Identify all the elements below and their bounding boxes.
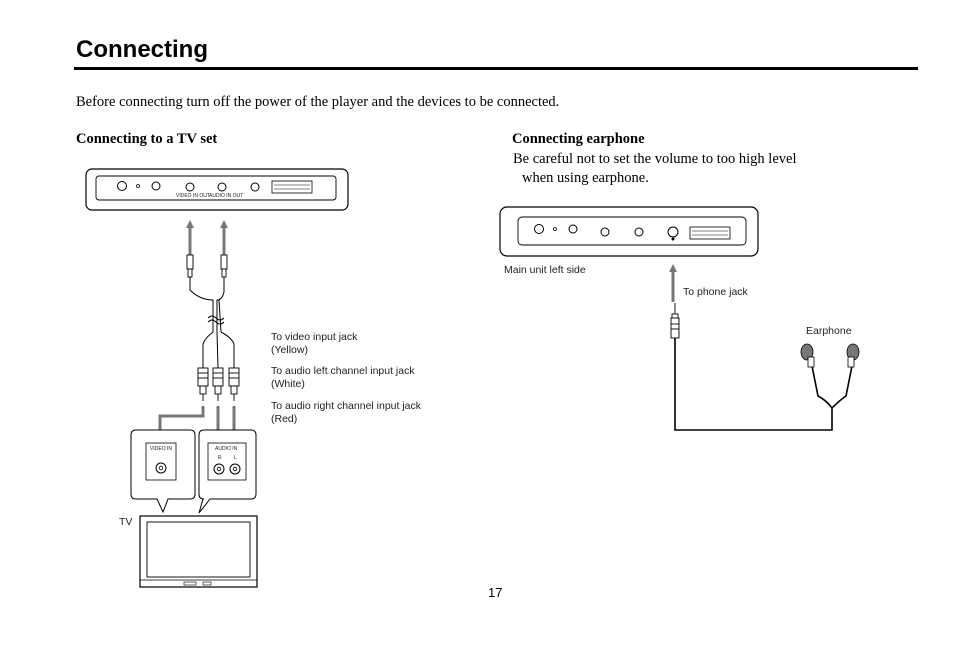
tv-audio-in-panel: AUDIO IN R L: [198, 429, 257, 514]
tv-audio-r-label: R: [218, 455, 222, 461]
arrow-to-tv-video: [156, 406, 205, 440]
player-unit: VIDEO IN OUT AUDIO IN OUT: [85, 168, 349, 211]
callout-audio-right-jack: To audio right channel input jack (Red): [271, 400, 422, 425]
player-audio-jack-label: AUDIO IN OUT: [209, 193, 243, 199]
intro-text: Before connecting turn off the power of …: [76, 94, 560, 110]
callout-audio-left-jack: To audio left channel input jack (White): [271, 365, 415, 390]
tv-audio-l-label: L: [234, 455, 237, 461]
tv-section-heading: Connecting to a TV set: [76, 131, 218, 147]
rca-plugs: [197, 367, 240, 401]
earphone-note: Be careful not to set the volume to too …: [513, 150, 843, 188]
av-cable-top-plugs: [186, 254, 228, 278]
phone-jack-label: To phone jack: [683, 286, 748, 298]
callout-video-jack: To video input jack (Yellow): [271, 331, 358, 356]
main-unit-label: Main unit left side: [504, 264, 586, 276]
page-number: 17: [488, 585, 503, 600]
earphone-note-line2: when using earphone.: [522, 170, 649, 186]
tv-video-in-panel: VIDEO IN: [130, 429, 196, 514]
tv-video-in-label: VIDEO IN: [150, 446, 172, 452]
earphones: [800, 343, 860, 368]
tv-audio-in-label: AUDIO IN: [215, 446, 238, 452]
earphone-plug: [670, 303, 680, 339]
page-title: Connecting: [76, 36, 208, 63]
tv-set: [139, 515, 258, 588]
av-cable: [189, 277, 235, 369]
earphone-cable: [674, 338, 853, 431]
title-rule: [74, 67, 918, 70]
tv-label: TV: [119, 516, 133, 528]
player-video-jack-label: VIDEO IN OUT: [176, 193, 210, 199]
earphone-note-line1: Be careful not to set the volume to too …: [513, 151, 797, 167]
main-unit-left-side: [499, 206, 759, 257]
earphone-section-heading: Connecting earphone: [512, 131, 645, 147]
earphone-label: Earphone: [806, 325, 852, 337]
